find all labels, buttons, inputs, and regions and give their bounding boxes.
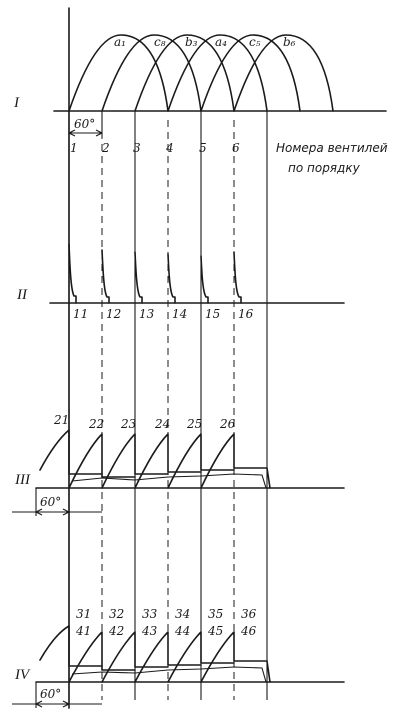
reference-lines [68,111,268,700]
valve-number: 12 [106,307,121,321]
valve-number: 46 [240,624,257,638]
valve-numbers-row-1: 1 2 3 4 5 6 [70,141,240,155]
valve-number: 34 [175,607,190,621]
valve-number: 16 [238,307,254,321]
angle-label: 60° [40,687,61,701]
valve-number: 4 [165,141,174,155]
valve-number: 42 [108,624,124,638]
section-label-2: II [16,287,28,303]
valve-number: 15 [205,307,220,321]
valve-number: 14 [172,307,187,321]
valve-number: 13 [139,307,155,321]
phase-arcs [68,34,334,112]
valve-number: 2 [101,141,110,155]
angle-dimension-1: 60° [68,111,103,137]
valve-number: 21 [53,413,69,427]
valve-number: 6 [232,141,240,155]
arc-1 [68,34,169,112]
valve-number: 1 [70,141,78,155]
valve-number: 26 [219,417,236,431]
valve-number: 31 [76,607,91,621]
valve-number: 22 [88,417,104,431]
valve-number: 45 [207,624,223,638]
valve-number: 41 [75,624,91,638]
phase-label: c₅ [249,35,261,49]
section-label-1: I [13,95,20,111]
valve-number: 11 [73,307,88,321]
valve-number: 23 [120,417,137,431]
valve-numbers-row-2: 11 12 13 14 15 16 [73,307,254,321]
phase-label: a₁ [114,35,126,49]
section-label-3: III [14,472,31,488]
arc-2 [101,34,202,112]
valve-numbers-row-4: 31 32 33 34 35 36 41 42 43 44 45 46 [75,607,257,638]
phase-label: c₈ [154,35,166,49]
angle-label: 60° [74,117,95,131]
note-line-2: по порядку [288,161,361,175]
valve-numbers-row-3: 21 22 23 24 25 26 [53,413,236,431]
phase-label: b₆ [283,35,296,49]
valve-number: 44 [174,624,190,638]
section-label-4: IV [14,667,31,683]
phase-label: b₃ [185,35,198,49]
angle-dimension-4: 60° [12,682,102,708]
arc-6 [233,34,334,112]
current-waveforms-3 [39,429,271,489]
angle-dimension-3: 60° [12,488,102,516]
valve-number: 36 [241,607,257,621]
valve-number: 25 [186,417,202,431]
phase-labels: a₁ c₈ b₃ a₄ c₅ b₆ [114,35,296,49]
arc-4 [167,34,268,112]
valve-number: 3 [133,141,141,155]
angle-label: 60° [40,495,61,509]
valve-number: 24 [154,417,170,431]
spike-pulses [68,243,242,304]
valve-number: 5 [199,141,207,155]
valve-number: 33 [142,607,158,621]
valve-number: 35 [208,607,223,621]
arc-5 [200,34,301,112]
note-line-1: Номера вентилей [276,141,388,155]
arc-3 [134,34,235,112]
valve-number: 43 [141,624,158,638]
valve-number: 32 [109,607,124,621]
current-waveforms-4 [39,625,271,683]
phase-label: a₄ [215,35,227,49]
